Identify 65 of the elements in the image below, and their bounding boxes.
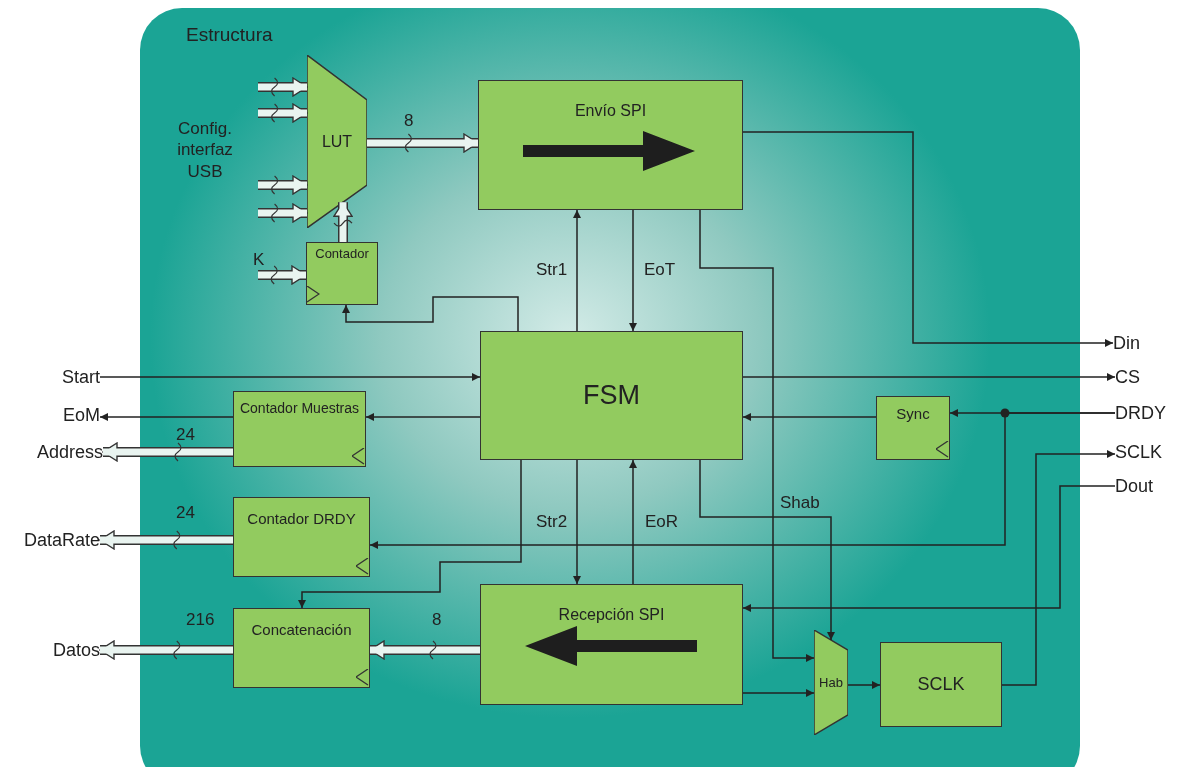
signal-label: Dout xyxy=(1115,475,1185,497)
multiplexer-shape xyxy=(814,630,848,735)
edge-label: Str2 xyxy=(536,512,568,532)
edge-label: 8 xyxy=(432,610,442,630)
arrow xyxy=(742,373,1116,381)
edge-label: EoR xyxy=(645,512,679,532)
arrow xyxy=(99,373,481,381)
block-label: Recepción SPI xyxy=(558,605,665,625)
edge-label: 216 xyxy=(186,610,215,630)
signal-label: Datos xyxy=(30,639,100,661)
block-label: SCLK xyxy=(917,673,965,696)
block-box xyxy=(876,396,950,460)
edge-label: 24 xyxy=(176,503,195,523)
block-box xyxy=(233,391,366,467)
arrow xyxy=(99,413,234,421)
arrow xyxy=(742,485,1116,612)
block-box xyxy=(233,497,370,577)
panel-background xyxy=(140,8,1080,767)
block-label: Contador Muestras xyxy=(239,400,360,417)
block-label: Concatenación xyxy=(251,621,352,639)
arrow xyxy=(742,689,815,697)
signal-label: Din xyxy=(1113,332,1173,354)
signal-label: DataRate xyxy=(0,529,100,551)
block-box xyxy=(233,608,370,688)
arrow xyxy=(1001,450,1116,686)
arrow xyxy=(298,459,522,609)
arrow xyxy=(342,296,519,332)
note-text: Config. interfaz USB xyxy=(176,118,234,182)
arrow xyxy=(629,209,637,332)
arrow xyxy=(742,413,877,421)
edge-label: 8 xyxy=(404,111,414,131)
block-label: Sync xyxy=(896,405,930,423)
arrow xyxy=(629,459,637,585)
block-box xyxy=(480,331,743,460)
block-label: Contador DRDY xyxy=(247,510,356,528)
arrow xyxy=(369,412,1116,549)
signal-label: Address xyxy=(5,441,103,463)
multiplexer-shape xyxy=(307,55,367,228)
block-box xyxy=(880,642,1002,727)
block-box xyxy=(478,80,743,210)
arrow xyxy=(365,413,481,421)
signal-label: DRDY xyxy=(1115,402,1185,424)
signal-label: Start xyxy=(30,366,100,388)
arrow xyxy=(742,131,1114,347)
signal-label: EoM xyxy=(40,404,100,426)
edge-label: Str1 xyxy=(536,260,568,280)
arrow xyxy=(699,459,835,641)
edge-label: K xyxy=(253,250,265,270)
block-box xyxy=(480,584,743,705)
arrow xyxy=(847,681,881,689)
arrow xyxy=(699,209,815,662)
signal-label: CS xyxy=(1115,366,1165,388)
edge-label: EoT xyxy=(644,260,676,280)
arrow xyxy=(573,209,581,332)
signal-label: SCLK xyxy=(1115,441,1185,463)
block-label: LUT xyxy=(321,131,353,152)
block-box xyxy=(306,242,378,305)
edge-label: Shab xyxy=(780,493,820,513)
block-label: Contador xyxy=(315,246,369,262)
block-label: Hab xyxy=(819,674,843,691)
arrow xyxy=(573,459,581,585)
block-label: Envío SPI xyxy=(574,101,647,121)
edge-label: 24 xyxy=(176,425,195,445)
panel-title: Estructura xyxy=(186,24,273,46)
block-label: FSM xyxy=(583,379,640,412)
